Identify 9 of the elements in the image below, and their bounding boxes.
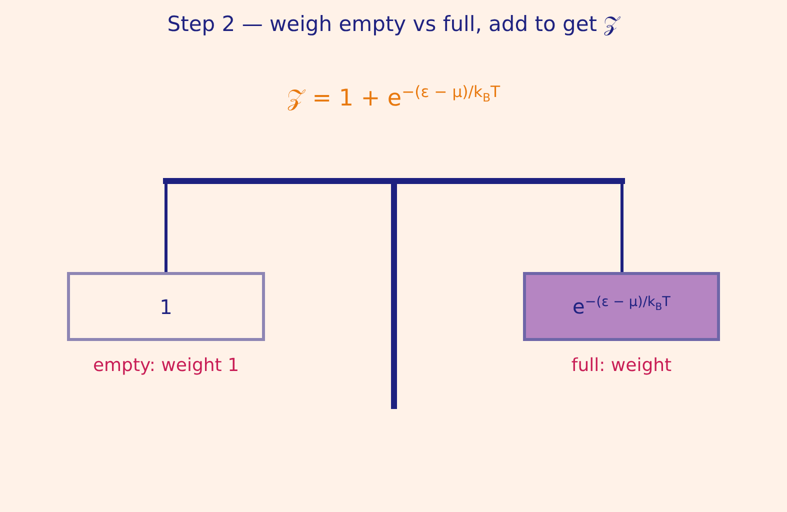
pan-caption: full: weight (570, 355, 673, 376)
hanging-string (620, 184, 624, 272)
pan-text: 1 (160, 294, 172, 318)
empty-pan-box (67, 272, 265, 341)
balance-beam (163, 178, 625, 184)
filled-pan-box (523, 272, 720, 341)
title: Step 2 — weigh empty vs full, add to get 𝒵 (166, 12, 622, 36)
pan-caption: empty: weight 1 (92, 355, 240, 376)
hanging-string (164, 184, 168, 272)
